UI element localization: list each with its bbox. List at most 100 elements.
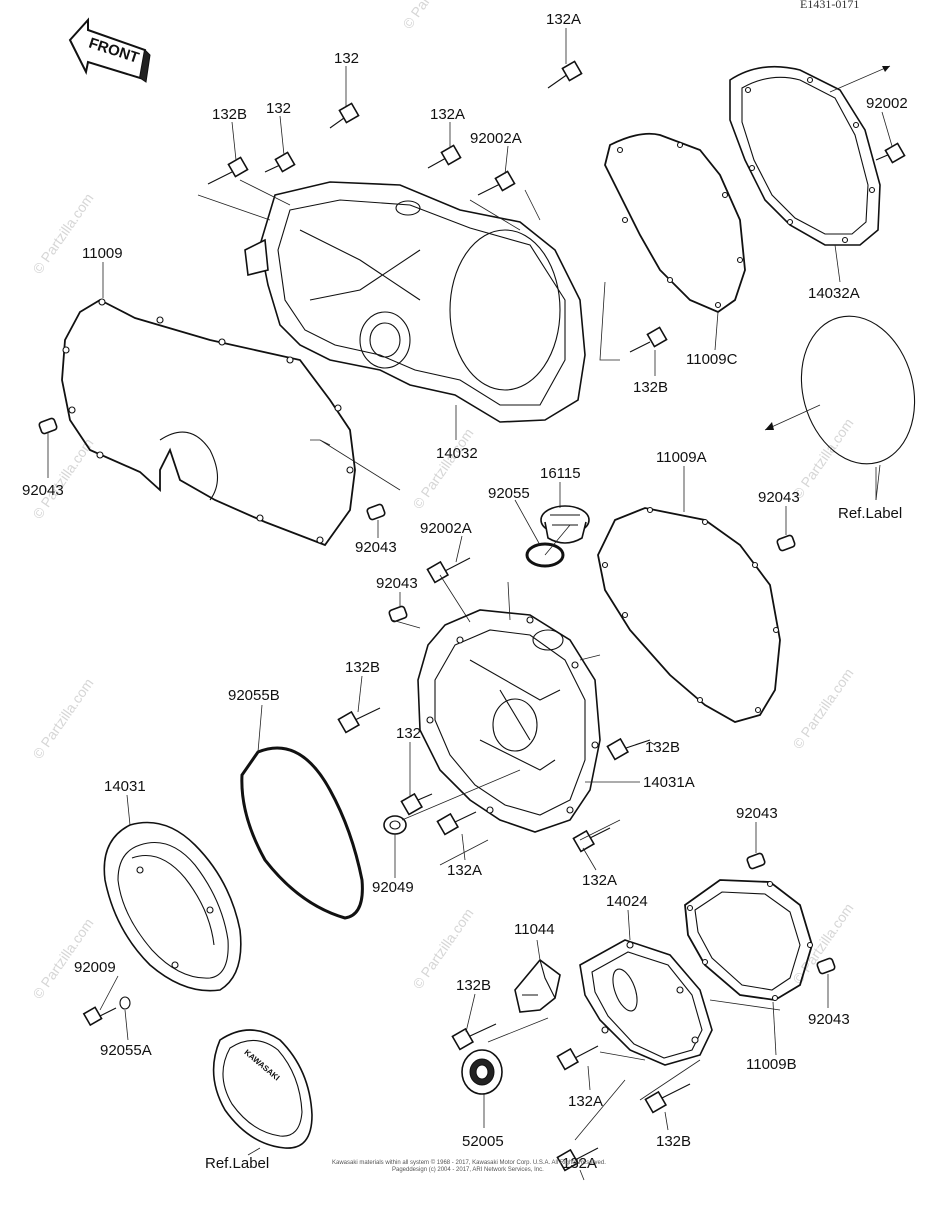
label-132: 132 [396, 725, 421, 742]
label-92043: 92043 [808, 1011, 850, 1028]
bolt-92002A-top [477, 170, 516, 196]
gasket-11009-inner [159, 431, 219, 501]
bolt-92002A-mid [426, 557, 471, 584]
bolt-132A-center [436, 811, 477, 836]
label-132A: 132A [430, 106, 465, 123]
dowel-92043-lower-right [816, 957, 836, 975]
bolt-132-top [329, 102, 360, 129]
label-132B: 132B [645, 739, 680, 756]
cover-14031 [103, 821, 242, 992]
gasket-11009B [684, 879, 813, 1001]
label-92043: 92043 [22, 482, 64, 499]
cover-14032A [729, 65, 881, 246]
leader-lines [47, 28, 893, 1181]
gasket-11009 [61, 298, 356, 547]
label-132A: 132A [447, 862, 482, 879]
label-132A: 132A [582, 872, 617, 889]
bolt-92009 [82, 1006, 117, 1027]
label-132B: 132B [633, 379, 668, 396]
ref-label-bottom-decal: KAWASAKI [212, 1029, 313, 1149]
bolt-132B-left [207, 156, 249, 185]
label-11009C: 11009C [686, 351, 738, 368]
oring-92055A [119, 996, 131, 1010]
dowel-92043-mid [366, 503, 386, 521]
label-132B: 132B [456, 977, 491, 994]
label-132B: 132B [345, 659, 380, 676]
gasket-11009A-holes [601, 506, 780, 714]
label-11009A: 11009A [656, 449, 707, 466]
gasket-11009C [604, 132, 746, 314]
seal-92049 [383, 815, 407, 835]
cap-16115 [540, 505, 590, 544]
label-92043: 92043 [376, 575, 418, 592]
oring-92055B [240, 746, 364, 920]
dowel-92043-right [776, 534, 796, 552]
bolt-132B-cover [606, 737, 651, 761]
label-92055: 92055 [488, 485, 530, 502]
front-arrow-icon: FRONT [68, 17, 151, 83]
label-132: 132 [334, 50, 359, 67]
footer-copyright: Kawasaki materials within all system © 1… [332, 1159, 606, 1166]
label-11009: 11009 [82, 245, 123, 262]
watermark: © Partzilla.com [29, 190, 96, 276]
label-92002A: 92002A [470, 130, 522, 147]
cover-14031A [417, 609, 601, 833]
gasket-11009A [597, 507, 781, 723]
bracket-11044 [514, 958, 561, 1013]
bolt-132-center [400, 792, 433, 816]
bolt-92002 [875, 142, 906, 164]
bolt-132B-center [337, 707, 381, 734]
label-132: 132 [266, 100, 291, 117]
dowel-92043-lower [746, 852, 766, 870]
label-92043: 92043 [758, 489, 800, 506]
label-132A: 132A [546, 11, 581, 28]
bolt-132A-2 [427, 144, 462, 169]
watermark: © Partzilla.com [29, 435, 96, 521]
label-92009: 92009 [74, 959, 116, 976]
label-92002A: 92002A [420, 520, 472, 537]
label-92055A: 92055A [100, 1042, 152, 1059]
label-92043: 92043 [736, 805, 778, 822]
dowel-92043-center [388, 605, 408, 623]
label-132A: 132A [562, 1155, 597, 1172]
label-92055B: 92055B [228, 687, 280, 704]
gasket-11009C-holes [616, 141, 744, 309]
oring-92055 [525, 542, 565, 568]
label-11044: 11044 [514, 921, 555, 938]
bolt-132A-lower [556, 1045, 599, 1071]
ref-label-right-decal [800, 315, 916, 465]
part-labels: 132A 132 132B 132 132A 92002A 92002 1100… [22, 11, 908, 1172]
label-11009B: 11009B [746, 1056, 797, 1073]
watermark: © Partzilla.com [409, 425, 476, 511]
cover-14024 [579, 939, 713, 1066]
corner-code: E1431-0171 [800, 0, 859, 11]
watermark: © Partzilla.com [399, 0, 466, 32]
gasket-11009-holes [62, 298, 354, 544]
label-132B: 132B [656, 1133, 691, 1150]
label-52005: 52005 [462, 1133, 504, 1150]
label-14031: 14031 [104, 778, 146, 795]
label-14032A: 14032A [808, 285, 860, 302]
label-16115: 16115 [540, 465, 581, 482]
cover-14032 [244, 181, 586, 423]
bolt-132-mid [264, 151, 296, 173]
label-14032: 14032 [436, 445, 478, 462]
label-92002: 92002 [866, 95, 908, 112]
watermark: © Partzilla.com [789, 665, 856, 751]
gasket-11009B-holes [686, 880, 814, 1002]
dowel-92043-left [38, 417, 58, 435]
bolt-132B-right [629, 326, 668, 353]
seal-52005 [461, 1049, 503, 1095]
bolt-132A-top [547, 60, 583, 89]
bolt-132A-right [572, 827, 611, 853]
watermark: © Partzilla.com [29, 675, 96, 761]
label-132A: 132A [568, 1093, 603, 1110]
label-14024: 14024 [606, 893, 648, 910]
bolt-132B-bottom [644, 1083, 691, 1114]
bolt-132B-lower [451, 1023, 497, 1051]
label-92043: 92043 [355, 539, 397, 556]
label-132B: 132B [212, 106, 247, 123]
ref-label-right: Ref.Label [838, 505, 902, 522]
